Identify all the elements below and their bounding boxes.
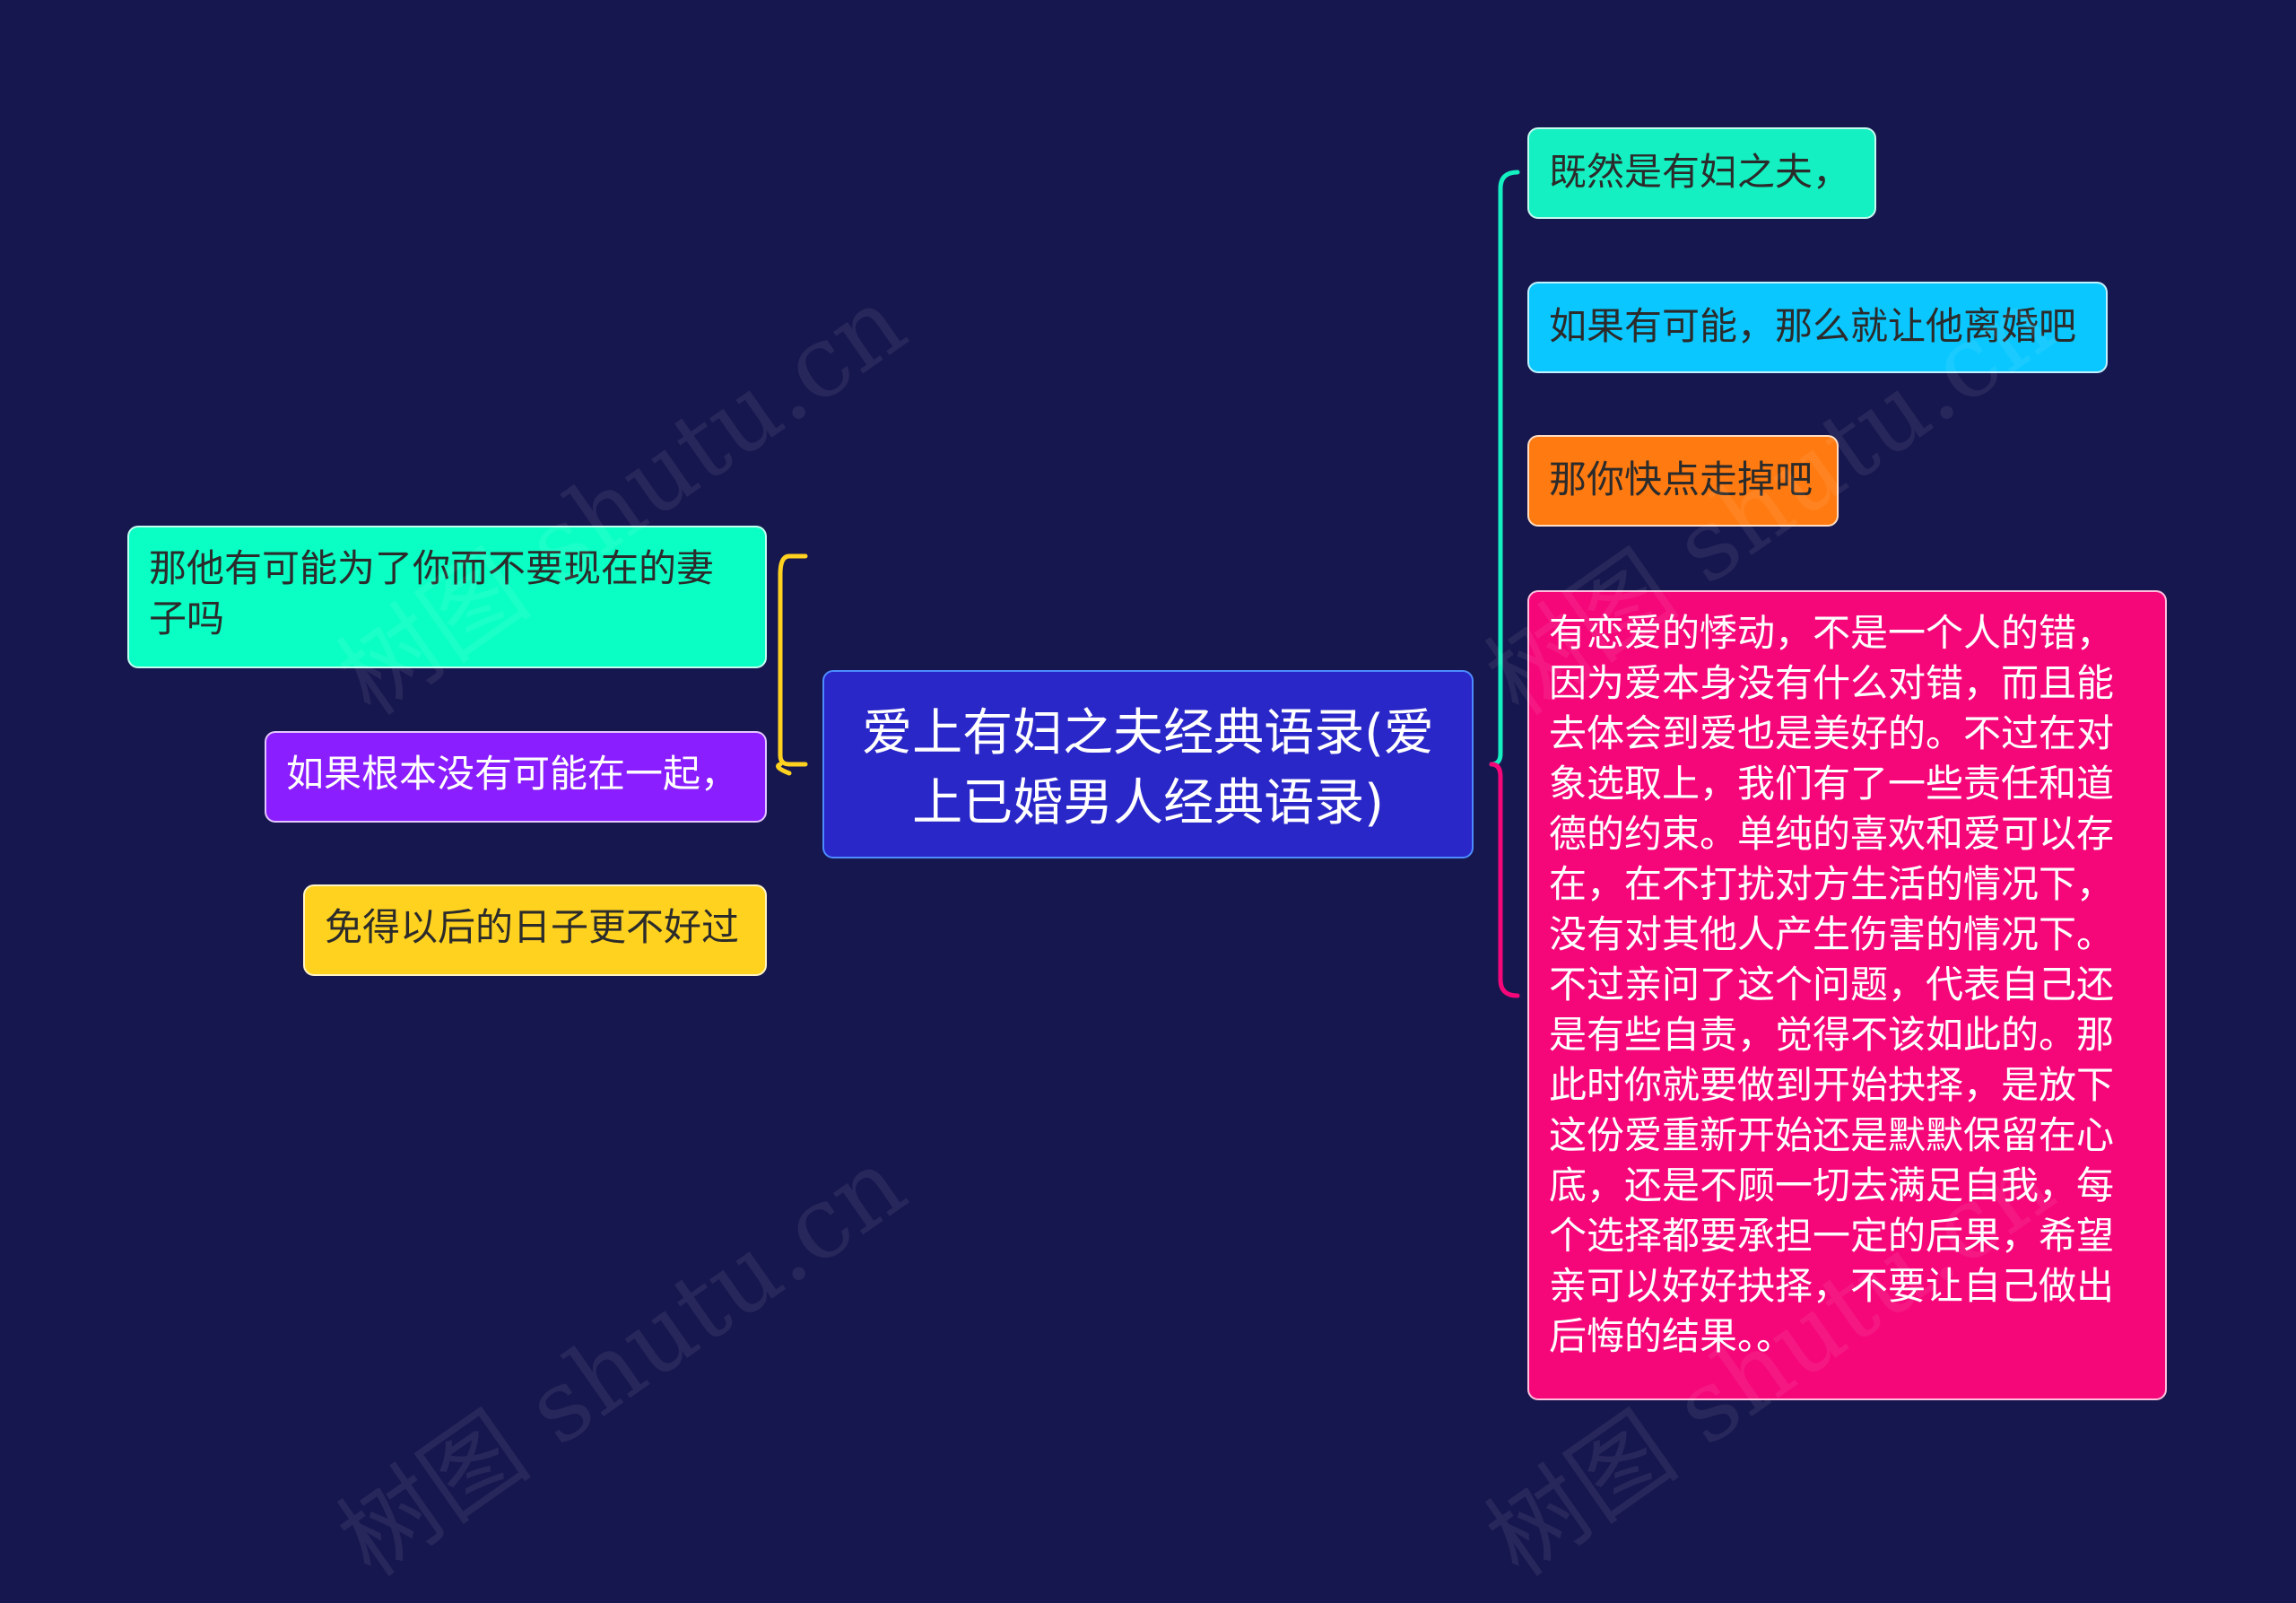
right-node-1-label: 既然是有妇之夫， (1549, 150, 1851, 194)
right-node-2[interactable]: 如果有可能，那么就让他离婚吧 (1527, 282, 2108, 373)
right-node-4-label: 有恋爱的悸动，不是一个人的错，因为爱本身没有什么对错，而且能去体会到爱也是美好的… (1549, 611, 2115, 1358)
left-node-3-label: 免得以后的日子更不好过 (325, 905, 740, 949)
right-node-4[interactable]: 有恋爱的悸动，不是一个人的错，因为爱本身没有什么对错，而且能去体会到爱也是美好的… (1527, 590, 2167, 1400)
central-topic-label: 爱上有妇之夫经典语录(爱上已婚男人经典语录) (862, 704, 1434, 832)
right-lower-bracket (1489, 762, 1520, 998)
central-topic-node[interactable]: 爱上有妇之夫经典语录(爱上已婚男人经典语录) (822, 670, 1474, 858)
right-node-3-label: 那你快点走掉吧 (1549, 457, 1813, 501)
left-node-1-label: 那他有可能为了你而不要现在的妻子吗 (149, 546, 715, 640)
left-bracket (776, 553, 808, 776)
left-node-3[interactable]: 免得以后的日子更不好过 (303, 884, 767, 976)
left-node-2-label: 如果根本没有可能在一起， (286, 752, 739, 796)
left-node-2[interactable]: 如果根本没有可能在一起， (265, 731, 767, 823)
right-node-2-label: 如果有可能，那么就让他离婚吧 (1549, 304, 2077, 348)
right-node-3[interactable]: 那你快点走掉吧 (1527, 435, 1839, 527)
right-upper-bracket (1489, 170, 1520, 767)
connector-lines (776, 170, 1520, 998)
right-node-1[interactable]: 既然是有妇之夫， (1527, 127, 1876, 219)
left-node-1[interactable]: 那他有可能为了你而不要现在的妻子吗 (127, 526, 767, 668)
